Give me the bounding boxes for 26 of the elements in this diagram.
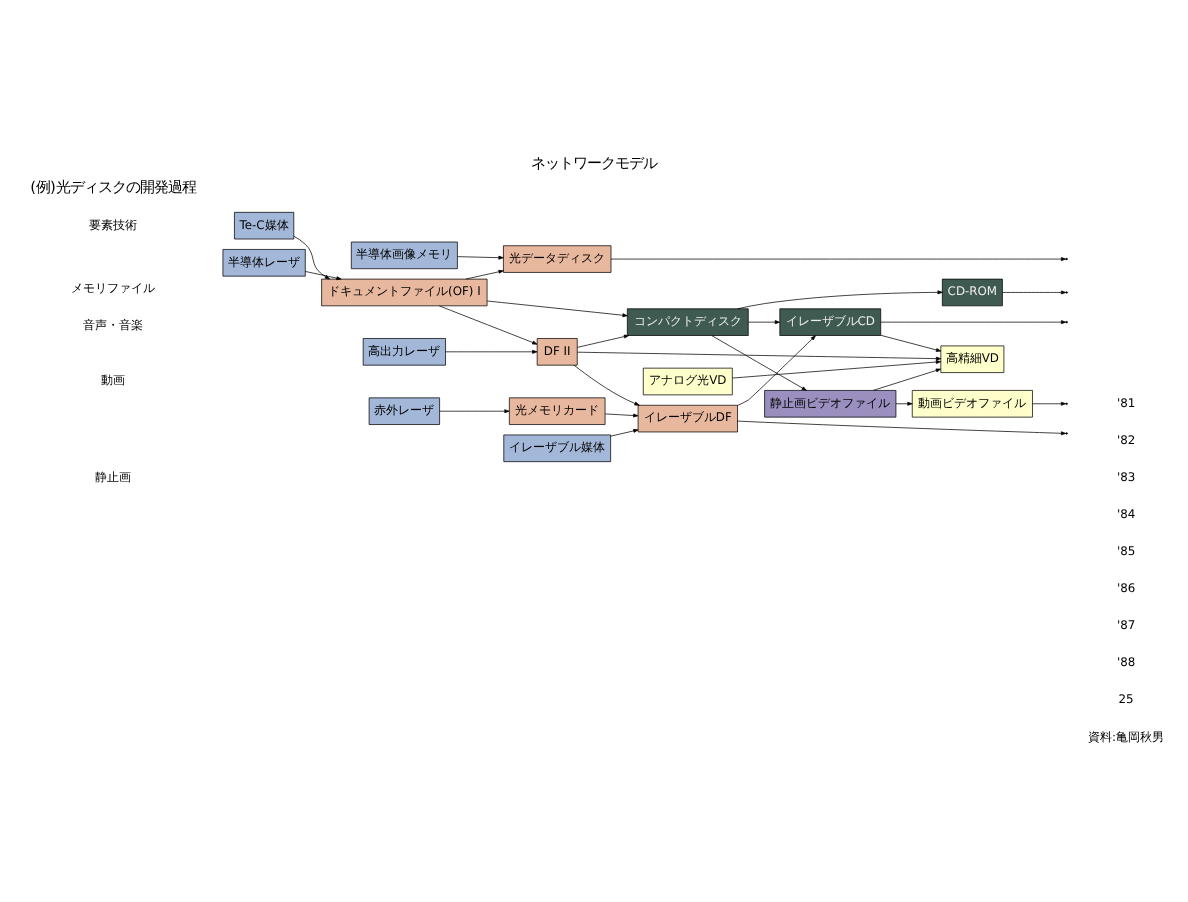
arrow bbox=[604, 412, 639, 417]
arrow bbox=[872, 367, 941, 390]
arrow bbox=[438, 304, 538, 344]
arrow bbox=[711, 334, 807, 390]
arrow bbox=[732, 359, 942, 378]
arrow bbox=[895, 400, 913, 405]
arrow bbox=[445, 348, 538, 353]
arrow bbox=[573, 363, 640, 405]
arrow bbox=[305, 270, 342, 280]
arrow bbox=[576, 333, 630, 347]
arrow bbox=[577, 350, 942, 360]
arrow bbox=[737, 289, 943, 309]
arrow bbox=[610, 428, 639, 436]
arrow bbox=[486, 299, 628, 317]
arrow bbox=[293, 234, 330, 279]
arrow bbox=[737, 334, 816, 405]
arrow bbox=[737, 419, 1067, 435]
arrow bbox=[439, 408, 510, 413]
arrow bbox=[880, 333, 942, 351]
arrow bbox=[880, 319, 1067, 324]
arrow bbox=[1032, 400, 1067, 405]
arrow bbox=[1002, 289, 1067, 294]
arrow bbox=[610, 256, 1067, 260]
arrow bbox=[457, 254, 504, 259]
arrow bbox=[465, 268, 504, 279]
arrow bbox=[747, 319, 780, 324]
